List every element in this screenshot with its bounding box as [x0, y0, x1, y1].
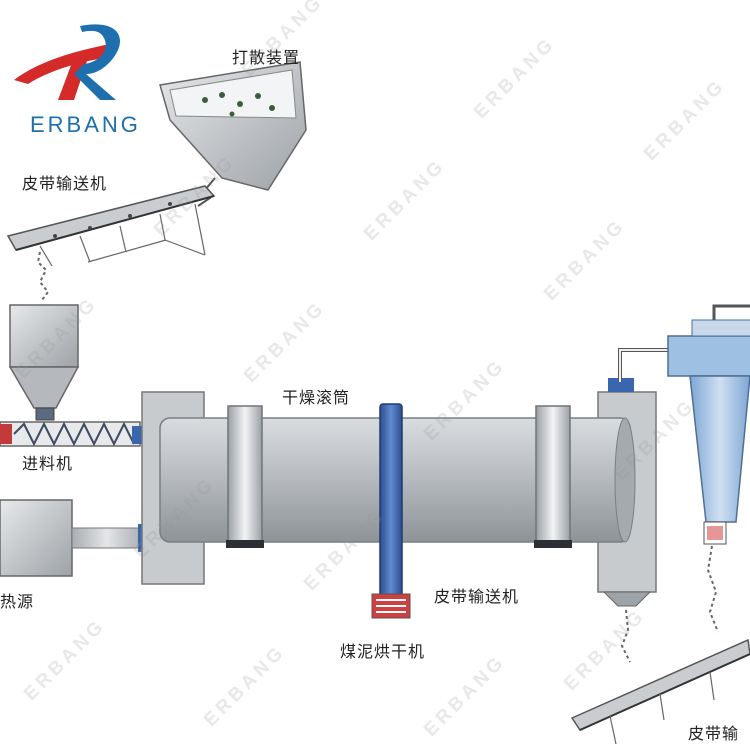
- label-belt-conveyor-mid: 皮带输送机: [434, 587, 520, 606]
- scatter-device: [159, 61, 307, 207]
- label-feeder: 进料机: [22, 454, 74, 473]
- label-heat-source: 热源: [0, 592, 35, 611]
- screw-feeder: [0, 421, 142, 447]
- label-scatter-device: 打散装置: [232, 48, 301, 67]
- heat-source: [0, 499, 148, 577]
- label-drying-drum: 干燥滚筒: [282, 388, 351, 407]
- label-coal-slime-dryer: 煤泥烘干机: [340, 642, 426, 661]
- logo-text: ERBANG: [30, 112, 141, 137]
- erbang-logo: [14, 24, 120, 101]
- label-belt-conveyor-top: 皮带输送机: [22, 174, 108, 193]
- drying-drum: [141, 378, 657, 663]
- belt-conveyor-top: [6, 185, 216, 301]
- belt-conveyor-bottom: [570, 638, 750, 745]
- cyclone-separator: [618, 304, 750, 633]
- feed-hopper: [8, 304, 80, 421]
- label-belt-conveyor-bottom: 皮带输: [688, 724, 740, 743]
